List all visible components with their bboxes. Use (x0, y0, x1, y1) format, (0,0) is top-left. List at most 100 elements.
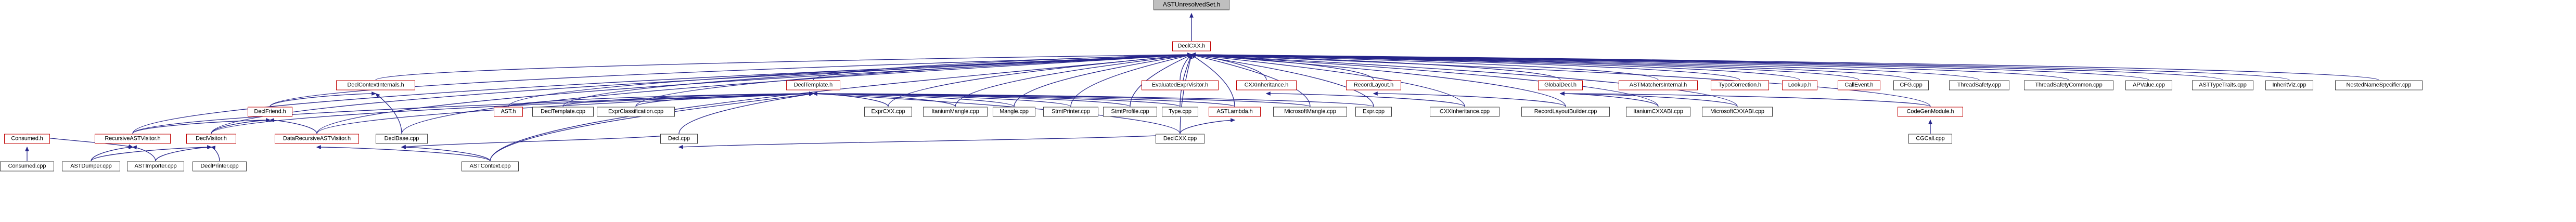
graph-node-cxxinheritance-cpp[interactable]: CXXInheritance.cpp (1430, 107, 1500, 117)
graph-node-recordlayout-h[interactable]: RecordLayout.h (1346, 80, 1401, 90)
graph-node-threadsafetycommon-cpp[interactable]: ThreadSafetyCommon.cpp (2024, 80, 2113, 90)
graph-node-callevent-h[interactable]: CallEvent.h (1838, 80, 1880, 90)
graph-edge (1559, 92, 1931, 107)
graph-node-inheritviz-cpp[interactable]: InheritViz.cpp (2265, 80, 2313, 90)
graph-node-declfriend-h[interactable]: DeclFriend.h (248, 107, 292, 117)
graph-node-declcxx-cpp[interactable]: DeclCXX.cpp (1156, 134, 1204, 144)
graph-node-consumed-cpp[interactable]: Consumed.cpp (0, 161, 54, 172)
graph-edge (490, 92, 814, 162)
graph-node-declvisitor-h[interactable]: DeclVisitor.h (186, 134, 236, 144)
graph-edge (270, 92, 377, 107)
graph-node-decltemplate-h[interactable]: DeclTemplate.h (786, 80, 840, 90)
graph-edge (132, 92, 814, 134)
graph-node-globaldecl-h[interactable]: GlobalDecl.h (1538, 80, 1583, 90)
graph-edge (1559, 92, 1738, 107)
graph-node-type-cpp[interactable]: Type.cpp (1162, 107, 1198, 117)
graph-edge (678, 92, 814, 134)
graph-edge (269, 118, 317, 134)
graph-edge (508, 92, 814, 107)
graph-edge (1265, 92, 1465, 107)
graph-node-expr-cpp[interactable]: Expr.cpp (1355, 107, 1392, 117)
graph-node-cgcall-cpp[interactable]: CGCall.cpp (1908, 134, 1952, 144)
graph-node-typocorrection-h[interactable]: TypoCorrection.h (1711, 80, 1769, 90)
graph-node-astcontext-cpp[interactable]: ASTContext.cpp (462, 161, 519, 172)
graph-edge (91, 145, 134, 162)
graph-edge (211, 118, 271, 134)
graph-edge (1190, 53, 2149, 81)
graph-edge (1190, 53, 1980, 81)
graph-node-microsoftcxxabi-cpp[interactable]: MicrosoftCXXABI.cpp (1702, 107, 1773, 117)
graph-edge (155, 145, 212, 162)
graph-node-declbase-cpp[interactable]: DeclBase.cpp (376, 134, 428, 144)
graph-edge (1180, 54, 1193, 134)
graph-node-astimporter-cpp[interactable]: ASTImporter.cpp (127, 161, 184, 172)
graph-edge (812, 92, 1374, 107)
graph-edge (1190, 53, 1374, 81)
graph-node-evaluatedexprvisitor-h[interactable]: EvaluatedExprVisitor.h (1142, 80, 1219, 90)
graph-edge (375, 93, 402, 134)
graph-edge (1180, 54, 1192, 81)
graph-edge (401, 53, 1193, 134)
graph-edge (1190, 53, 1740, 81)
graph-node-codegenmodule-h[interactable]: CodeGenModule.h (1898, 107, 1963, 117)
graph-node-ast-h[interactable]: AST.h (494, 107, 523, 117)
graph-edge (562, 53, 1193, 107)
graph-node-stmtprofile-cpp[interactable]: StmtProfile.cpp (1103, 107, 1157, 117)
graph-node-declcontextinternals-h[interactable]: DeclContextInternals.h (336, 80, 415, 90)
graph-edge (1190, 53, 2379, 81)
graph-node-declcxx-h[interactable]: DeclCXX.h (1172, 41, 1211, 51)
graph-node-recursiveastvisitor-h[interactable]: RecursiveASTVisitor.h (95, 134, 171, 144)
graph-edge (1180, 118, 1236, 134)
graph-node-threadsafety-cpp[interactable]: ThreadSafety.cpp (1949, 80, 2009, 90)
graph-edge (1559, 92, 1659, 107)
graph-node-asttypetraits-cpp[interactable]: ASTTypeTraits.cpp (2192, 80, 2253, 90)
graph-node-astunresolvedset-h[interactable]: ASTUnresolvedSet.h (1154, 0, 1229, 10)
graph-edge (1190, 53, 1561, 81)
graph-edge (635, 92, 814, 107)
graph-edge (812, 92, 1235, 107)
graph-node-recordlayoutbuilder-cpp[interactable]: RecordLayoutBuilder.cpp (1521, 107, 1610, 117)
graph-edge (812, 92, 1131, 107)
graph-node-exprclassification-cpp[interactable]: ExprClassification.cpp (597, 107, 675, 117)
graph-node-datarecursiveastvisitor-h[interactable]: DataRecursiveASTVisitor.h (275, 134, 359, 144)
graph-node-cxxinheritance-h[interactable]: CXXInheritance.h (1236, 80, 1297, 90)
graph-edge (132, 53, 1193, 134)
graph-node-mangle-cpp[interactable]: Mangle.cpp (993, 107, 1035, 117)
graph-node-nestednamespecifier-cpp[interactable]: NestedNameSpecifier.cpp (2335, 80, 2423, 90)
graph-node-apvalue-cpp[interactable]: APValue.cpp (2125, 80, 2172, 90)
graph-node-astdumper-cpp[interactable]: ASTDumper.cpp (62, 161, 120, 172)
graph-edge (401, 133, 680, 149)
graph-edge (1190, 53, 1912, 81)
graph-edge (812, 92, 1071, 107)
graph-edge (375, 53, 1193, 81)
graph-node-consumed-h[interactable]: Consumed.h (4, 134, 50, 144)
graph-edge (812, 92, 956, 107)
graph-node-lookup-h[interactable]: Lookup.h (1782, 80, 1817, 90)
graph-node-declprinter-cpp[interactable]: DeclPrinter.cpp (193, 161, 247, 172)
graph-edge (1190, 53, 1267, 81)
graph-edge (316, 145, 491, 162)
graph-node-microsoftmangle-cpp[interactable]: MicrosoftMangle.cpp (1273, 107, 1347, 117)
graph-edge (132, 145, 156, 162)
graph-edge (401, 145, 491, 162)
graph-edge (813, 53, 1193, 81)
graph-node-decltemplate-cpp[interactable]: DeclTemplate.cpp (532, 107, 594, 117)
graph-node-astmatchersinternal-h[interactable]: ASTMatchersInternal.h (1619, 80, 1698, 90)
graph-edge (812, 92, 1181, 107)
graph-edge (210, 146, 220, 162)
graph-node-itaniumcxxabi-cpp[interactable]: ItaniumCXXABI.cpp (1626, 107, 1690, 117)
graph-node-itaniummangle-cpp[interactable]: ItaniumMangle.cpp (923, 107, 988, 117)
graph-node-cfg-cpp[interactable]: CFG.cpp (1893, 80, 1929, 90)
graph-edge (1190, 53, 2069, 81)
graph-edge (508, 53, 1193, 107)
graph-node-exprcxx-cpp[interactable]: ExprCXX.cpp (864, 107, 912, 117)
graph-node-stmtprinter-cpp[interactable]: StmtPrinter.cpp (1043, 107, 1098, 117)
graph-edge (1190, 53, 1659, 81)
graph-edge (1190, 53, 2290, 81)
graph-node-decl-cpp[interactable]: Decl.cpp (660, 134, 698, 144)
graph-edge (1190, 53, 2223, 81)
graph-edge (1190, 53, 1860, 81)
graph-edge (812, 92, 1015, 107)
graph-node-astlambda-h[interactable]: ASTLambda.h (1209, 107, 1261, 117)
